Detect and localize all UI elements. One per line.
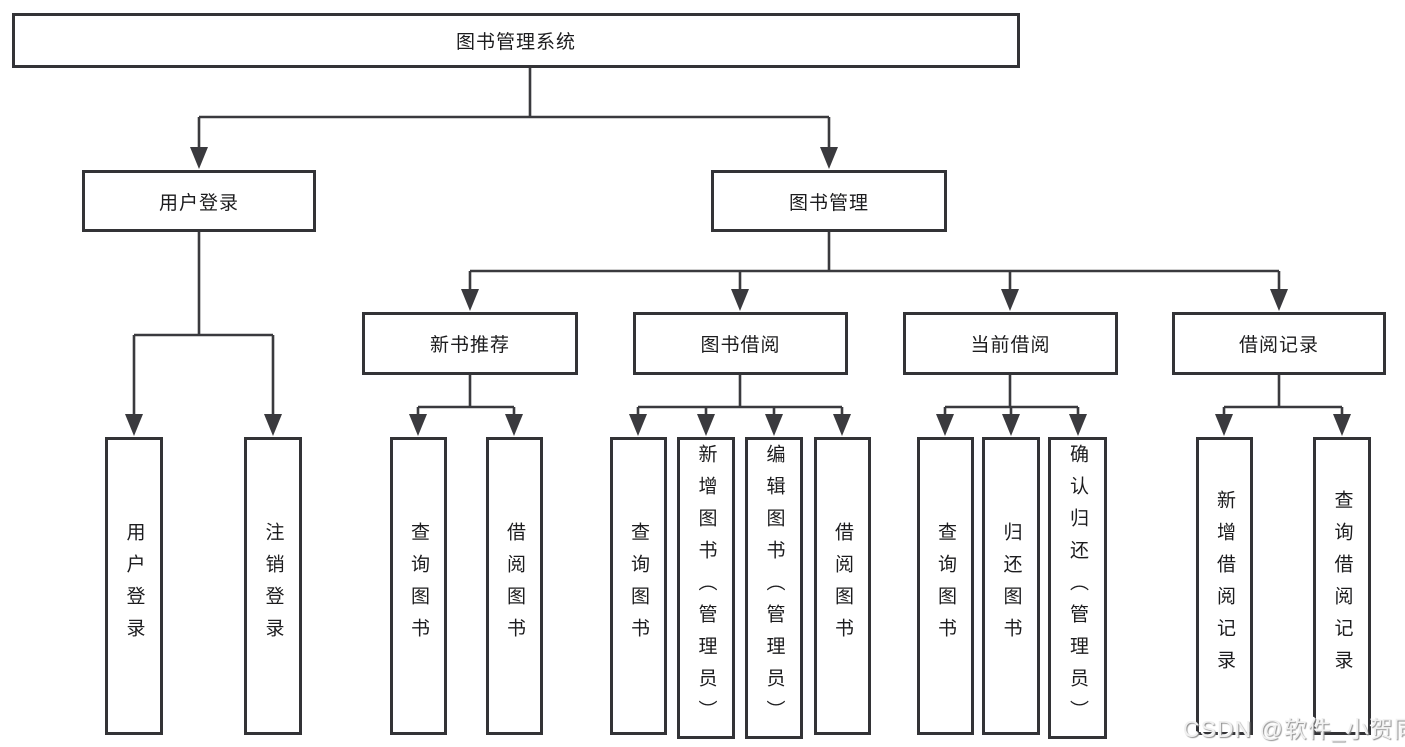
node-user-login-module: 用户登录 <box>82 170 316 232</box>
leaf-add-books-admin: 新增图书（管理员） <box>677 437 735 739</box>
node-book-borrowing-label: 图书借阅 <box>700 335 781 356</box>
leaf-logout-label: 注销登录 <box>262 522 284 650</box>
leaf-user-login-label: 用户登录 <box>123 522 145 650</box>
leaf-return-books-label: 归还图书 <box>1000 522 1022 650</box>
node-book-borrowing: 图书借阅 <box>633 312 848 375</box>
leaf-borrow-query-books-label: 查询图书 <box>628 522 649 650</box>
leaf-add-books-admin-label: 新增图书（管理员） <box>695 444 717 732</box>
leaf-user-login: 用户登录 <box>105 437 163 735</box>
node-new-book-recommend: 新书推荐 <box>362 312 578 375</box>
leaf-newbook-query-books-label: 查询图书 <box>408 522 429 650</box>
leaf-borrow-query-books: 查询图书 <box>610 437 667 735</box>
csdn-watermark: CSDN @软件_小贺同学 <box>1183 716 1405 742</box>
node-root-label: 图书管理系统 <box>455 32 576 53</box>
leaf-borrow-books: 借阅图书 <box>814 437 871 735</box>
node-user-login-label: 用户登录 <box>158 192 239 214</box>
node-root-library-system: 图书管理系统 <box>12 13 1020 68</box>
leaf-query-borrow-record: 查询借阅记录 <box>1313 437 1371 735</box>
node-borrowing-records-label: 借阅记录 <box>1238 335 1319 356</box>
leaf-edit-books-admin-label: 编辑图书（管理员） <box>763 444 785 732</box>
node-borrowing-records: 借阅记录 <box>1172 312 1386 375</box>
leaf-query-borrow-record-label: 查询借阅记录 <box>1331 490 1353 682</box>
leaf-confirm-return-admin: 确认归还（管理员） <box>1048 437 1107 739</box>
node-current-borrowing-label: 当前借阅 <box>970 335 1051 356</box>
leaf-borrow-books-label: 借阅图书 <box>832 522 853 650</box>
leaf-newbook-borrow-books-label: 借阅图书 <box>504 522 525 650</box>
leaf-add-borrow-record-label: 新增借阅记录 <box>1214 490 1235 682</box>
leaf-add-borrow-record: 新增借阅记录 <box>1196 437 1253 735</box>
node-book-management-module: 图书管理 <box>711 170 947 232</box>
leaf-edit-books-admin: 编辑图书（管理员） <box>745 437 803 739</box>
node-current-borrowing: 当前借阅 <box>903 312 1118 375</box>
leaf-newbook-borrow-books: 借阅图书 <box>486 437 543 735</box>
leaf-return-books: 归还图书 <box>982 437 1040 735</box>
leaf-logout: 注销登录 <box>244 437 302 735</box>
leaf-current-query-books: 查询图书 <box>917 437 974 735</box>
leaf-confirm-return-admin-label: 确认归还（管理员） <box>1067 444 1088 732</box>
leaf-current-query-books-label: 查询图书 <box>935 522 956 650</box>
leaf-newbook-query-books: 查询图书 <box>390 437 447 735</box>
node-book-management-label: 图书管理 <box>788 192 869 214</box>
node-new-book-recommend-label: 新书推荐 <box>429 335 510 356</box>
